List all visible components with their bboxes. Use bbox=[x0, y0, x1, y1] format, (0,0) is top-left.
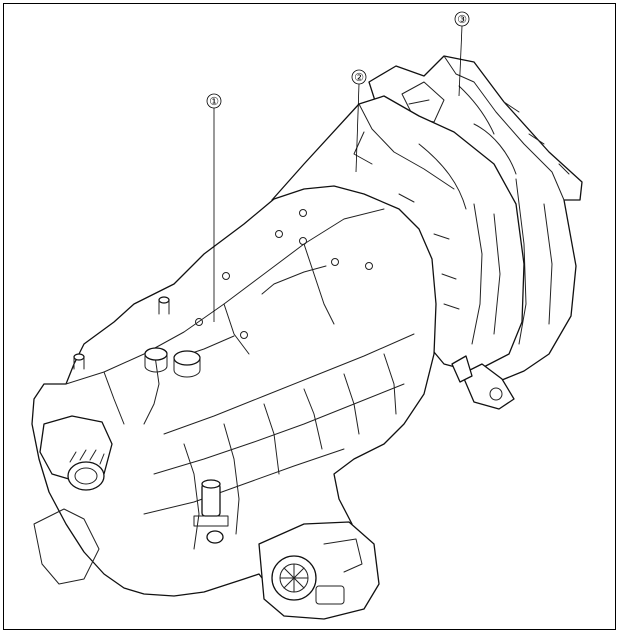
cooler-fitting bbox=[451, 355, 515, 410]
callout-2-leader bbox=[355, 83, 360, 173]
valve-connector bbox=[258, 521, 380, 620]
callout-3: ③ bbox=[454, 11, 470, 97]
callout-3-circle bbox=[454, 11, 470, 27]
callout-3-leader bbox=[458, 25, 463, 97]
output-shaft bbox=[33, 415, 113, 585]
diagram-frame: ① ② ③ bbox=[3, 3, 616, 630]
callout-2-circle bbox=[351, 69, 367, 85]
callout-1: ① bbox=[206, 93, 222, 322]
callout-2: ② bbox=[351, 69, 367, 173]
speed-sensor bbox=[193, 479, 229, 544]
transmission-case-main bbox=[31, 185, 437, 597]
callout-1-label: ① bbox=[209, 95, 219, 108]
callout-3-label: ③ bbox=[457, 13, 467, 26]
transmission-illustration: ① ② ③ bbox=[31, 11, 583, 620]
callout-2-label: ② bbox=[354, 71, 364, 84]
callout-1-circle bbox=[206, 93, 222, 109]
